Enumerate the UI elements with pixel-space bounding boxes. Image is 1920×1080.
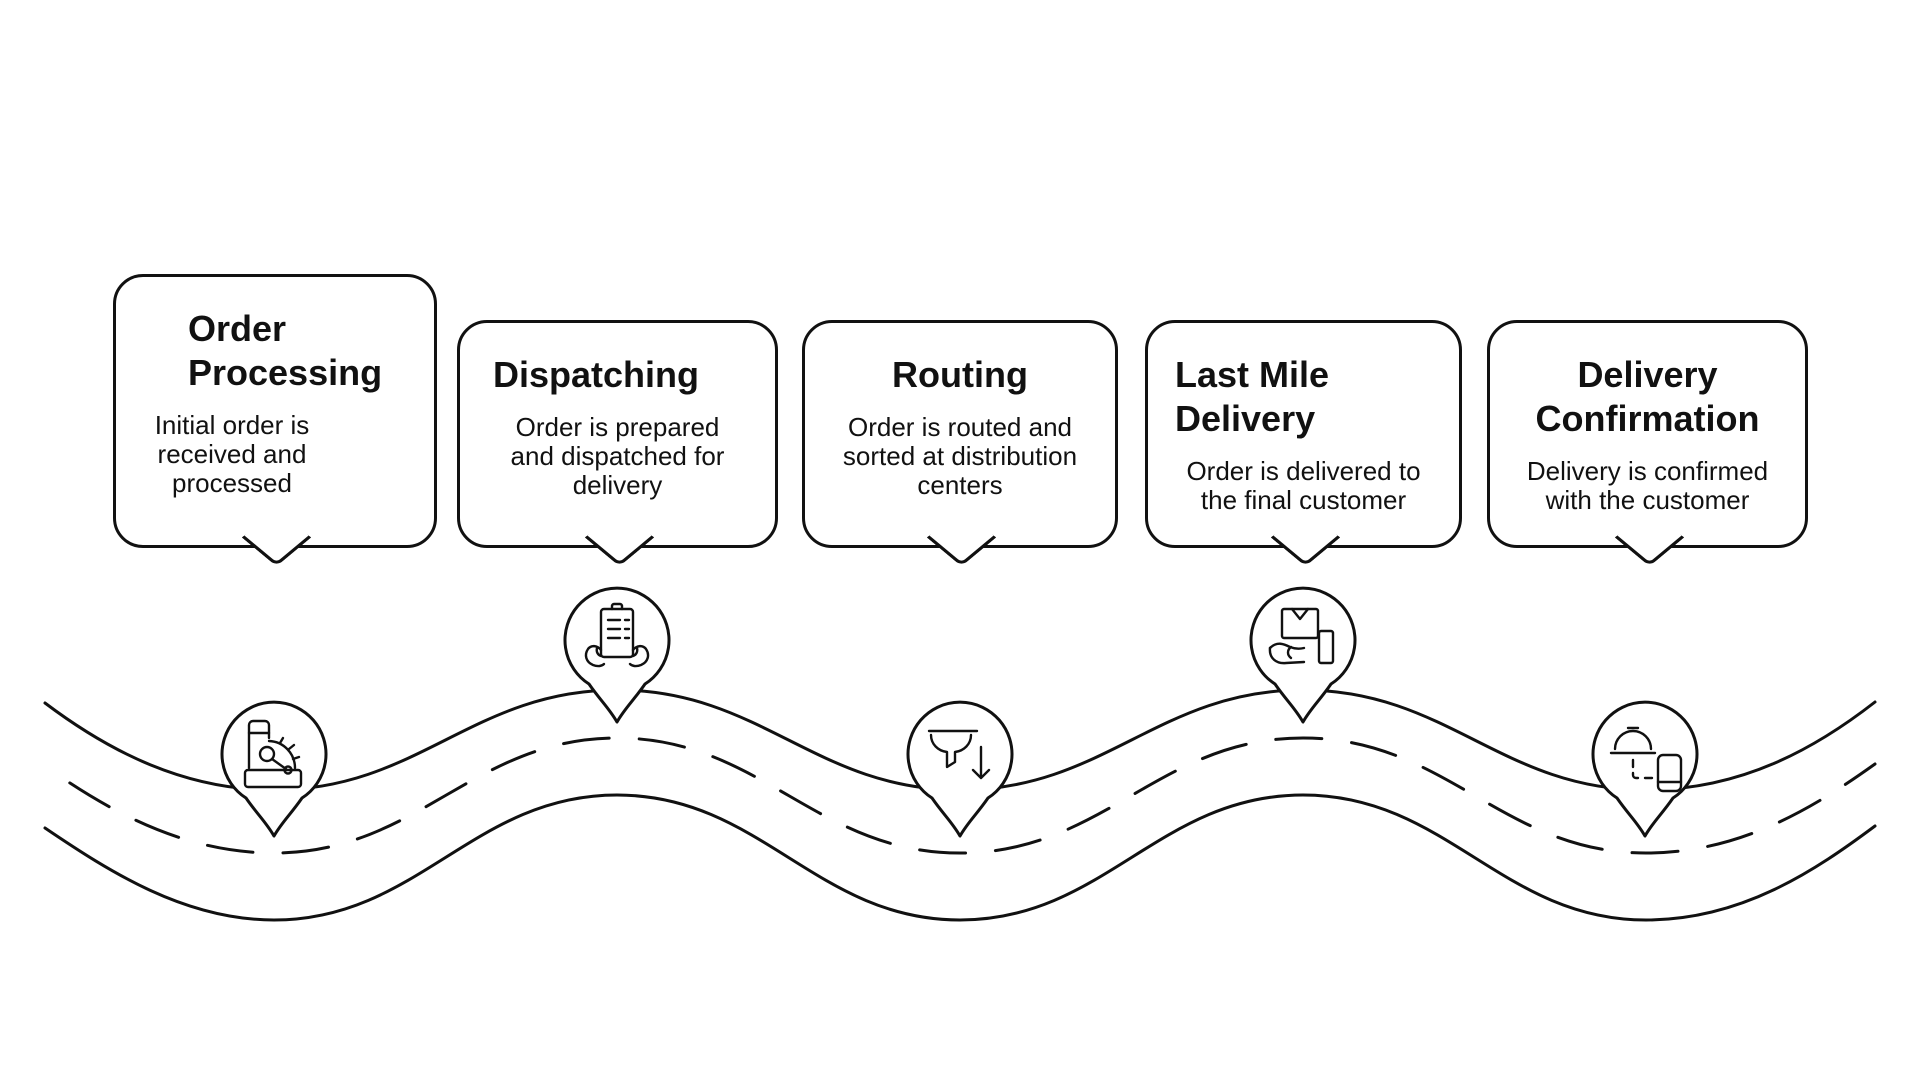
road-center-dashed-line bbox=[43, 736, 1877, 855]
map-pin-routing bbox=[906, 700, 1014, 838]
step-card-order-processing: Order Processing Initial order is receiv… bbox=[113, 274, 437, 567]
hand-holding-package-icon bbox=[1268, 607, 1335, 665]
step-title: Routing bbox=[892, 354, 1028, 395]
food-cloche-phone-icon bbox=[1609, 726, 1683, 793]
step-description: Delivery is confirmed with the customer bbox=[1526, 456, 1769, 515]
step-card-delivery-confirmation: Delivery Confirmation Delivery is confir… bbox=[1487, 320, 1808, 567]
map-pin-dispatching bbox=[563, 586, 671, 724]
step-title: Dispatching bbox=[493, 354, 700, 395]
step-card-routing: Routing Order is routed and sorted at di… bbox=[802, 320, 1118, 567]
hands-holding-order-list-icon bbox=[584, 602, 650, 668]
pin-outline bbox=[906, 700, 1014, 838]
step-description: Order is delivered to the final customer bbox=[1186, 456, 1421, 515]
step-description: Initial order is received and processed bbox=[154, 410, 310, 498]
road-bottom-edge bbox=[43, 793, 1877, 922]
step-card-dispatching: Dispatching Order is prepared and dispat… bbox=[457, 320, 778, 567]
map-pin-delivery-confirmation bbox=[1591, 700, 1699, 838]
step-description: Order is routed and sorted at distributi… bbox=[842, 412, 1078, 500]
pin-outline bbox=[563, 586, 671, 724]
funnel-sort-icon bbox=[927, 729, 991, 780]
cash-register-icon bbox=[243, 719, 303, 789]
step-title: Last Mile Delivery bbox=[1175, 354, 1330, 439]
step-description: Order is prepared and dispatched for del… bbox=[510, 412, 725, 500]
pin-outline bbox=[1249, 586, 1357, 724]
map-pin-order-processing bbox=[220, 700, 328, 838]
step-title: Delivery Confirmation bbox=[1535, 354, 1760, 439]
step-card-last-mile-delivery: Last Mile Delivery Order is delivered to… bbox=[1145, 320, 1462, 567]
map-pin-last-mile-delivery bbox=[1249, 586, 1357, 724]
step-title: Order Processing bbox=[188, 308, 383, 393]
pin-outline bbox=[1591, 700, 1699, 838]
